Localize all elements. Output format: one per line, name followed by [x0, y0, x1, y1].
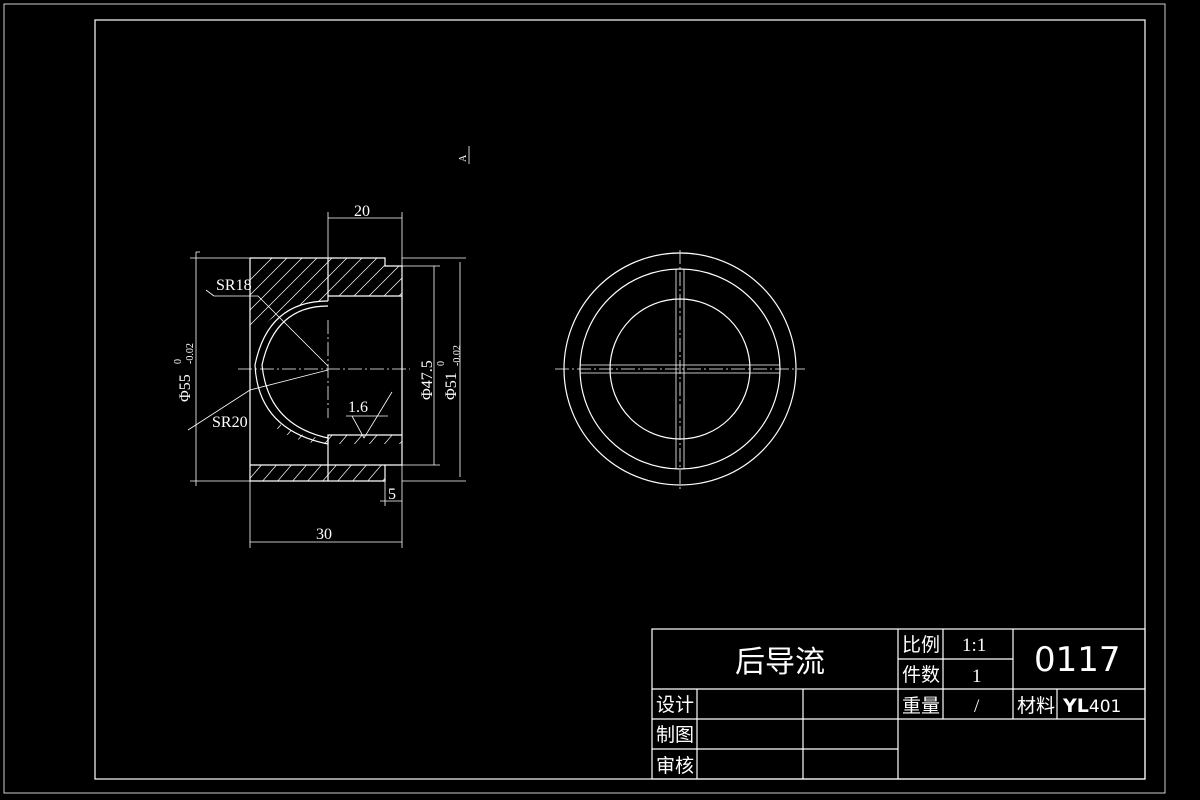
drawn-label: 制图: [656, 724, 694, 746]
sr18-label: SR18: [216, 277, 252, 294]
material-value-bold: YL: [1062, 695, 1089, 717]
section-marker: A: [458, 154, 469, 162]
section-outline: [249, 257, 403, 482]
review-label: 审核: [656, 755, 694, 777]
quantity-value: 1: [972, 666, 982, 687]
dim-30: 30: [316, 526, 332, 543]
weight-label: 重量: [902, 695, 940, 717]
dim-dia55: Φ55: [177, 374, 194, 402]
dim-20: 20: [354, 203, 370, 220]
material-value: YL401: [1062, 695, 1121, 717]
roughness-value: 1.6: [348, 399, 368, 416]
design-label: 设计: [656, 694, 694, 716]
drawing-number: 0117: [1034, 640, 1121, 680]
sphere-cavity-outer: [254, 300, 329, 445]
material-value-rest: 401: [1089, 697, 1121, 717]
dim-dia55-tol-lower: -0.02: [185, 343, 196, 364]
dim-5: 5: [388, 486, 396, 503]
material-label: 材料: [1017, 695, 1055, 717]
dim-dia51-tol-upper: 0: [436, 361, 447, 366]
sphere-cavity-inner: [261, 305, 329, 439]
sr20-leader: [187, 369, 329, 431]
dim-dia47: Φ47.5: [419, 360, 436, 400]
part-name: 后导流: [735, 645, 825, 680]
outer-border: [3, 3, 1166, 794]
scale-label: 比例: [902, 634, 940, 656]
sr18-leader: [214, 295, 329, 367]
section-view: SR18 SR20 1.6 20 30 5 Φ55 0 -0.02 Φ47.5: [173, 203, 466, 548]
sr20-label: SR20: [212, 414, 248, 431]
quantity-label: 件数: [902, 664, 940, 686]
dim-dia51: Φ51: [443, 372, 460, 400]
dim-dia55-tol-upper: 0: [173, 359, 184, 364]
dim-dia51-tol-lower: -0.02: [452, 345, 463, 366]
scale-value: 1:1: [962, 635, 986, 656]
inner-frame: [94, 19, 1146, 780]
weight-value: /: [974, 696, 980, 717]
end-view: [555, 250, 805, 490]
title-block: 后导流 0117 比例 1:1 件数 1 重量 / 材料 YL401 设计 制图…: [651, 628, 1146, 780]
